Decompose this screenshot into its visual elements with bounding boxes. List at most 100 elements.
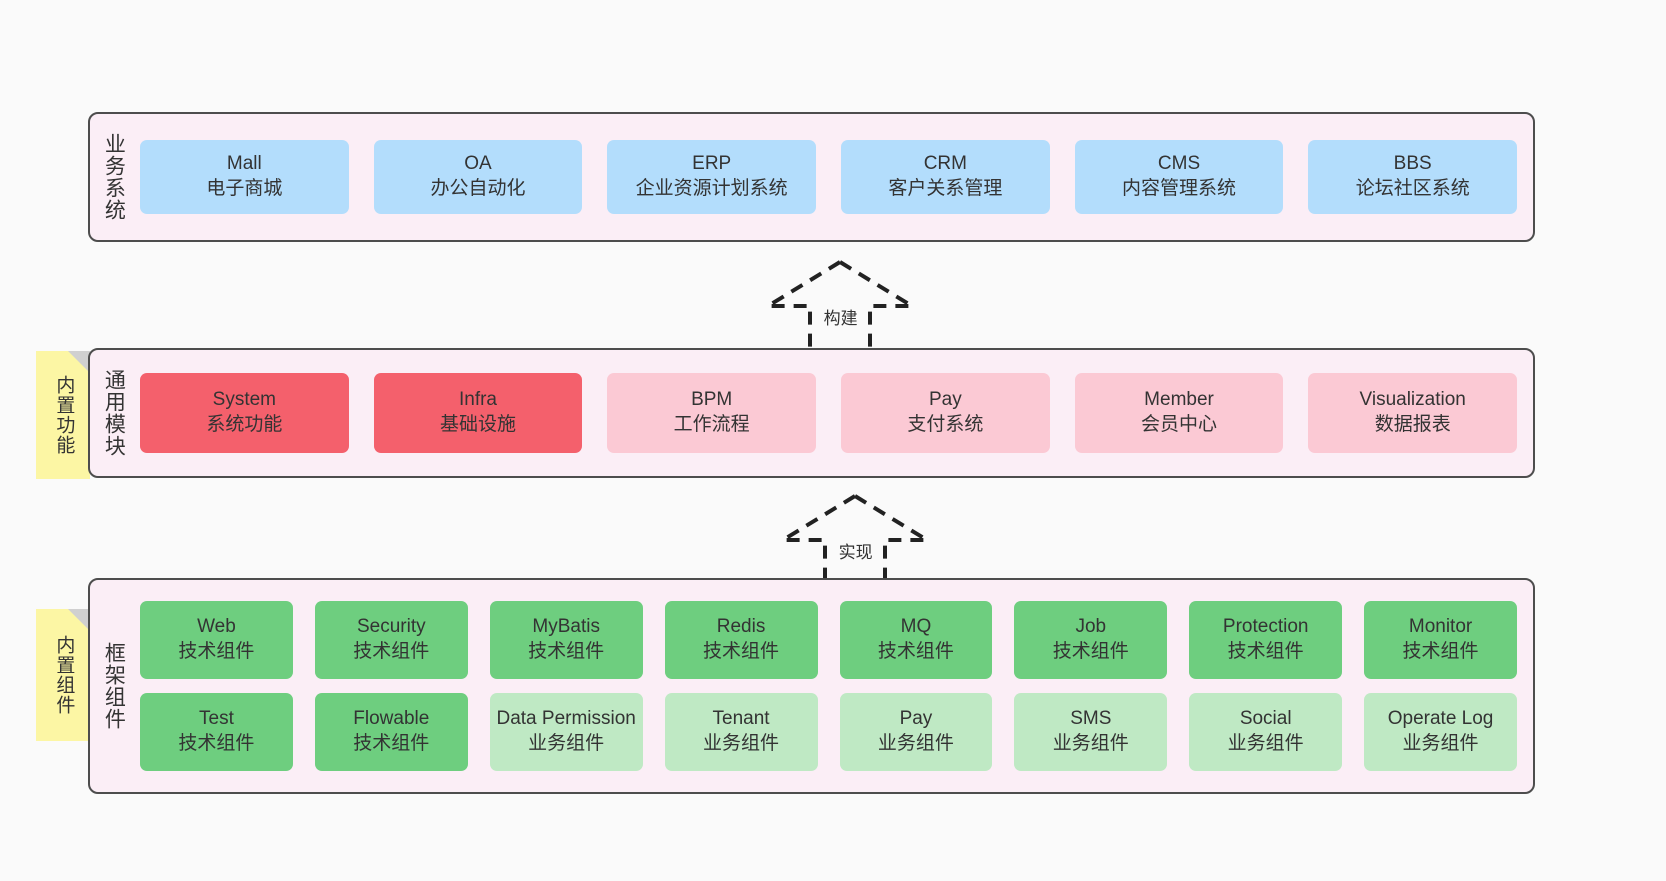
- card-monitor[interactable]: Monitor 技术组件: [1364, 601, 1517, 679]
- note-label: 内置组件: [53, 635, 75, 715]
- card-cms[interactable]: CMS 内容管理系统: [1074, 140, 1284, 214]
- note-label: 内置功能: [53, 375, 75, 455]
- card-subtitle: 技术组件: [178, 733, 255, 754]
- card-title: CMS: [1157, 153, 1201, 175]
- card-title: MQ: [900, 616, 932, 638]
- card-title: Monitor: [1408, 616, 1473, 638]
- arrow-label-build: 构建: [823, 309, 858, 328]
- band-business-systems: 业务系统 Mall 电子商城 OA 办公自动化 ERP 企业资源计划系统 CRM…: [88, 112, 1535, 242]
- band-label-framework-components: 框架组件: [102, 642, 126, 730]
- card-subtitle: 技术组件: [877, 641, 954, 662]
- card-subtitle: 技术组件: [353, 641, 430, 662]
- card-subtitle: 电子商城: [206, 178, 283, 199]
- card-subtitle: 技术组件: [1052, 641, 1129, 662]
- card-title: OA: [464, 153, 492, 175]
- card-title: Protection: [1222, 616, 1309, 638]
- band-common-modules: 通用模块 System 系统功能 Infra 基础设施 BPM 工作流程 Pay…: [88, 348, 1535, 478]
- card-title: SMS: [1070, 708, 1112, 730]
- card-bbs[interactable]: BBS 论坛社区系统: [1308, 140, 1518, 214]
- card-title: Visualization: [1359, 389, 1466, 411]
- card-row: System 系统功能 Infra 基础设施 BPM 工作流程 Pay 支付系统…: [140, 373, 1518, 453]
- card-subtitle: 业务组件: [1402, 733, 1479, 754]
- card-title: MyBatis: [532, 616, 600, 638]
- card-erp[interactable]: ERP 企业资源计划系统: [607, 140, 817, 214]
- card-subtitle: 内容管理系统: [1122, 178, 1237, 199]
- card-title: Data Permission: [496, 708, 636, 730]
- card-pay-component[interactable]: Pay 业务组件: [839, 693, 993, 771]
- generalization-arrow-realize: 实现: [775, 492, 935, 588]
- card-pay-module[interactable]: Pay 支付系统: [841, 373, 1050, 453]
- card-mall[interactable]: Mall 电子商城: [140, 140, 349, 214]
- card-subtitle: 系统功能: [206, 414, 283, 435]
- card-row-biz: Test 技术组件 Flowable 技术组件 Data Permission …: [140, 693, 1517, 771]
- card-subtitle: 数据报表: [1374, 414, 1451, 435]
- card-visualization[interactable]: Visualization 数据报表: [1308, 373, 1518, 453]
- card-web[interactable]: Web 技术组件: [140, 601, 293, 679]
- card-title: Security: [356, 616, 426, 638]
- generalization-arrow-build: 构建: [760, 258, 920, 354]
- card-bpm[interactable]: BPM 工作流程: [607, 373, 817, 453]
- card-subtitle: 技术组件: [353, 733, 430, 754]
- card-subtitle: 技术组件: [703, 641, 780, 662]
- card-subtitle: 企业资源计划系统: [635, 178, 788, 199]
- card-title: Member: [1144, 389, 1214, 411]
- card-title: Job: [1075, 616, 1107, 638]
- card-title: System: [212, 389, 277, 411]
- band-body-framework-components: Web 技术组件 Security 技术组件 MyBatis 技术组件 Redi…: [136, 580, 1533, 792]
- card-operate-log[interactable]: Operate Log 业务组件: [1364, 693, 1517, 771]
- note-builtin-function: 内置功能: [36, 351, 90, 479]
- card-social[interactable]: Social 业务组件: [1189, 693, 1343, 771]
- card-job[interactable]: Job 技术组件: [1014, 601, 1168, 679]
- card-test[interactable]: Test 技术组件: [140, 693, 293, 771]
- card-subtitle: 业务组件: [528, 733, 605, 754]
- card-title: Tenant: [712, 708, 770, 730]
- card-row-tech: Web 技术组件 Security 技术组件 MyBatis 技术组件 Redi…: [140, 601, 1517, 679]
- card-title: Social: [1239, 708, 1292, 730]
- card-title: Web: [197, 616, 236, 638]
- card-sms[interactable]: SMS 业务组件: [1014, 693, 1168, 771]
- card-subtitle: 客户关系管理: [888, 178, 1003, 199]
- card-row: Mall 电子商城 OA 办公自动化 ERP 企业资源计划系统 CRM 客户关系…: [140, 140, 1518, 214]
- card-subtitle: 业务组件: [1052, 733, 1129, 754]
- card-subtitle: 会员中心: [1141, 414, 1218, 435]
- card-subtitle: 技术组件: [1402, 641, 1479, 662]
- card-system[interactable]: System 系统功能: [140, 373, 349, 453]
- card-subtitle: 支付系统: [907, 414, 984, 435]
- card-mq[interactable]: MQ 技术组件: [839, 601, 993, 679]
- card-title: Pay: [928, 389, 962, 411]
- card-tenant[interactable]: Tenant 业务组件: [664, 693, 818, 771]
- card-redis[interactable]: Redis 技术组件: [664, 601, 818, 679]
- card-subtitle: 基础设施: [440, 414, 517, 435]
- card-title: Operate Log: [1387, 708, 1494, 730]
- card-member[interactable]: Member 会员中心: [1074, 373, 1284, 453]
- card-protection[interactable]: Protection 技术组件: [1189, 601, 1343, 679]
- card-title: Mall: [226, 153, 262, 175]
- band-label-business-systems: 业务系统: [102, 133, 126, 221]
- card-title: BBS: [1393, 153, 1432, 175]
- card-crm[interactable]: CRM 客户关系管理: [841, 140, 1050, 214]
- card-title: Infra: [458, 389, 498, 411]
- card-subtitle: 论坛社区系统: [1355, 178, 1470, 199]
- card-title: Pay: [899, 708, 933, 730]
- arrow-label-realize: 实现: [838, 543, 873, 562]
- card-title: Flowable: [353, 708, 430, 730]
- card-subtitle: 业务组件: [1227, 733, 1304, 754]
- card-data-permission[interactable]: Data Permission 业务组件: [489, 693, 643, 771]
- card-title: Test: [199, 708, 234, 730]
- card-flowable[interactable]: Flowable 技术组件: [314, 693, 468, 771]
- card-security[interactable]: Security 技术组件: [314, 601, 468, 679]
- card-subtitle: 技术组件: [1227, 641, 1304, 662]
- band-body-business-systems: Mall 电子商城 OA 办公自动化 ERP 企业资源计划系统 CRM 客户关系…: [136, 114, 1533, 240]
- card-subtitle: 业务组件: [877, 733, 954, 754]
- card-subtitle: 工作流程: [673, 414, 750, 435]
- card-oa[interactable]: OA 办公自动化: [373, 140, 583, 214]
- card-mybatis[interactable]: MyBatis 技术组件: [489, 601, 643, 679]
- card-infra[interactable]: Infra 基础设施: [373, 373, 583, 453]
- card-title: ERP: [692, 153, 732, 175]
- card-subtitle: 技术组件: [528, 641, 605, 662]
- card-subtitle: 技术组件: [178, 641, 255, 662]
- card-title: CRM: [923, 153, 967, 175]
- card-title: BPM: [691, 389, 733, 411]
- note-builtin-component: 内置组件: [36, 609, 90, 741]
